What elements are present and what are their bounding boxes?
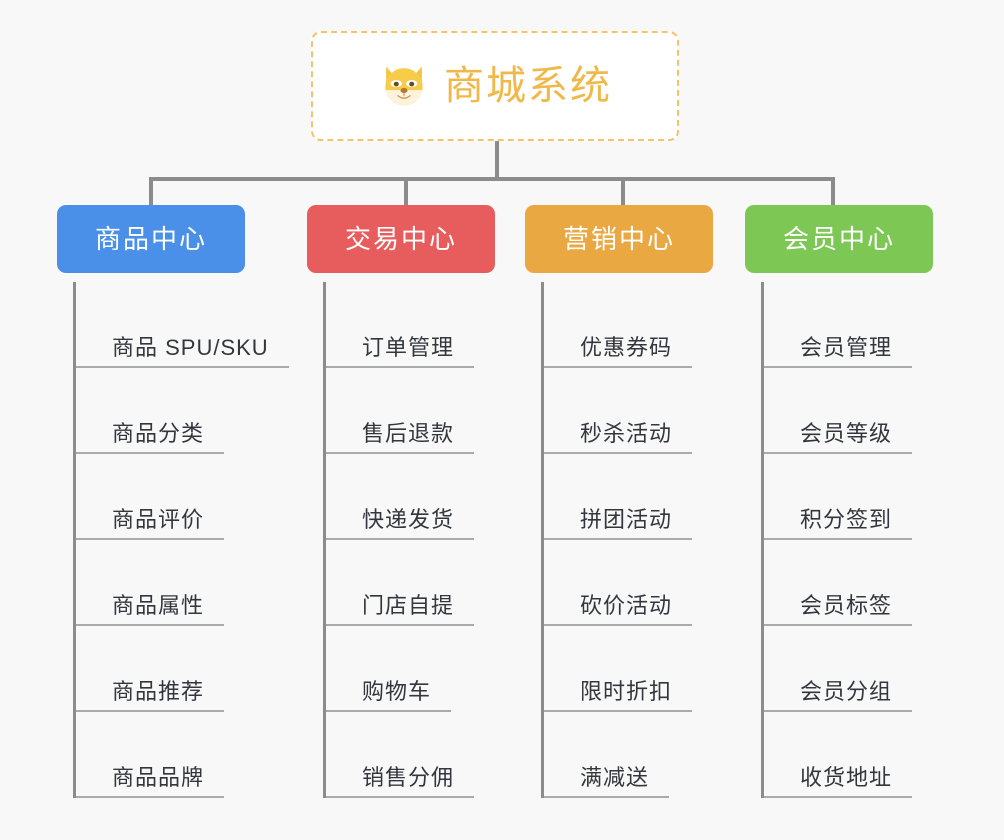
category-header-member-center[interactable]: 会员中心 (745, 205, 933, 273)
dog-face-icon (385, 66, 423, 106)
leaf-item[interactable]: 商品品牌 (73, 712, 283, 798)
leaf-item-underline (544, 452, 692, 454)
leaf-item-underline (76, 538, 224, 540)
leaf-item-label: 会员管理 (800, 335, 893, 360)
leaf-column-member-center: 会员管理会员等级积分签到会员标签会员分组收货地址 (761, 282, 936, 798)
leaf-column-product-center: 商品 SPU/SKU 商品分类商品评价商品属性商品推荐商品品牌 (73, 282, 289, 798)
leaf-item[interactable]: 限时折扣 (541, 626, 716, 712)
leaf-item-underline (764, 452, 912, 454)
leaf-item[interactable]: 砍价活动 (541, 540, 716, 626)
leaf-item-label: 满减送 (580, 765, 650, 790)
connector-horizontal-bus (149, 177, 835, 181)
leaf-item[interactable]: 会员分组 (761, 626, 936, 712)
category-label: 交易中心 (344, 224, 457, 254)
leaf-item[interactable]: 销售分佣 (323, 712, 498, 798)
leaf-item-underline (326, 366, 474, 368)
leaf-item[interactable]: 优惠券码 (541, 282, 716, 368)
leaf-item-underline (764, 624, 912, 626)
category-header-product-center[interactable]: 商品中心 (57, 205, 245, 273)
leaf-item-underline (764, 538, 912, 540)
leaf-item-underline (76, 710, 224, 712)
leaf-item-underline (326, 452, 474, 454)
leaf-item-label: 门店自提 (362, 593, 455, 618)
connector-drop-marketing-center (621, 177, 625, 207)
leaf-item-underline (544, 796, 669, 798)
leaf-item-label: 优惠券码 (580, 335, 673, 360)
leaf-item[interactable]: 会员管理 (761, 282, 936, 368)
leaf-item-label: 会员分组 (800, 679, 893, 704)
leaf-item-label: 会员标签 (800, 593, 893, 618)
root-node[interactable]: 商城系统 (311, 31, 679, 141)
leaf-item[interactable]: 商品分类 (73, 368, 283, 454)
category-label: 商品中心 (94, 224, 207, 254)
leaf-item[interactable]: 订单管理 (323, 282, 498, 368)
leaf-item-label: 限时折扣 (580, 679, 673, 704)
leaf-item-underline (326, 710, 451, 712)
leaf-item-underline (76, 452, 224, 454)
leaf-item[interactable]: 会员等级 (761, 368, 936, 454)
leaf-item-label: 订单管理 (362, 335, 455, 360)
leaf-item-underline (326, 538, 474, 540)
leaf-item-label: 拼团活动 (580, 507, 673, 532)
leaf-item-label: 秒杀活动 (580, 421, 673, 446)
leaf-item-label: 商品推荐 (112, 679, 205, 704)
leaf-item[interactable]: 商品属性 (73, 540, 283, 626)
leaf-item[interactable]: 秒杀活动 (541, 368, 716, 454)
leaf-item[interactable]: 门店自提 (323, 540, 498, 626)
leaf-item-underline (764, 710, 912, 712)
leaf-item-label: 商品评价 (112, 507, 205, 532)
leaf-item-underline (544, 538, 692, 540)
leaf-item[interactable]: 商品推荐 (73, 626, 283, 712)
leaf-column-trade-center: 订单管理售后退款快递发货门店自提购物车销售分佣 (323, 282, 498, 798)
leaf-item-underline (326, 796, 474, 798)
leaf-item[interactable]: 积分签到 (761, 454, 936, 540)
leaf-item[interactable]: 会员标签 (761, 540, 936, 626)
leaf-item-underline (76, 366, 289, 368)
leaf-item[interactable]: 购物车 (323, 626, 498, 712)
leaf-item-underline (764, 366, 912, 368)
leaf-item-label: 售后退款 (362, 421, 455, 446)
leaf-item[interactable]: 商品评价 (73, 454, 283, 540)
leaf-item-underline (544, 366, 692, 368)
leaf-item-underline (76, 624, 224, 626)
leaf-column-marketing-center: 优惠券码秒杀活动拼团活动砍价活动限时折扣满减送 (541, 282, 716, 798)
leaf-item-underline (544, 624, 692, 626)
leaf-item-underline (764, 796, 912, 798)
connector-drop-member-center (831, 177, 835, 207)
leaf-item-label: 购物车 (362, 679, 432, 704)
leaf-item[interactable]: 快递发货 (323, 454, 498, 540)
leaf-item-underline (76, 796, 224, 798)
leaf-item-underline (326, 624, 474, 626)
leaf-item-label: 积分签到 (800, 507, 893, 532)
leaf-item-label: 会员等级 (800, 421, 893, 446)
leaf-item-label: 快递发货 (362, 507, 455, 532)
connector-drop-trade-center (404, 177, 408, 207)
leaf-item-label: 砍价活动 (580, 593, 673, 618)
leaf-item-label: 收货地址 (800, 765, 893, 790)
leaf-item-label: 商品品牌 (112, 765, 205, 790)
leaf-item-underline (544, 710, 692, 712)
leaf-item-label: 销售分佣 (362, 765, 455, 790)
connector-drop-product-center (149, 177, 153, 207)
leaf-item[interactable]: 商品 SPU/SKU (73, 282, 289, 368)
leaf-item[interactable]: 拼团活动 (541, 454, 716, 540)
leaf-item[interactable]: 售后退款 (323, 368, 498, 454)
category-label: 营销中心 (562, 224, 675, 254)
category-header-trade-center[interactable]: 交易中心 (307, 205, 495, 273)
leaf-item-label: 商品分类 (112, 421, 205, 446)
leaf-item[interactable]: 收货地址 (761, 712, 936, 798)
leaf-item-label: 商品属性 (112, 593, 205, 618)
leaf-item[interactable]: 满减送 (541, 712, 716, 798)
leaf-item-label: 商品 SPU/SKU (112, 335, 269, 360)
category-label: 会员中心 (782, 224, 895, 254)
root-title: 商城系统 (444, 64, 612, 108)
category-header-marketing-center[interactable]: 营销中心 (525, 205, 713, 273)
connector-root-stem (495, 141, 499, 181)
